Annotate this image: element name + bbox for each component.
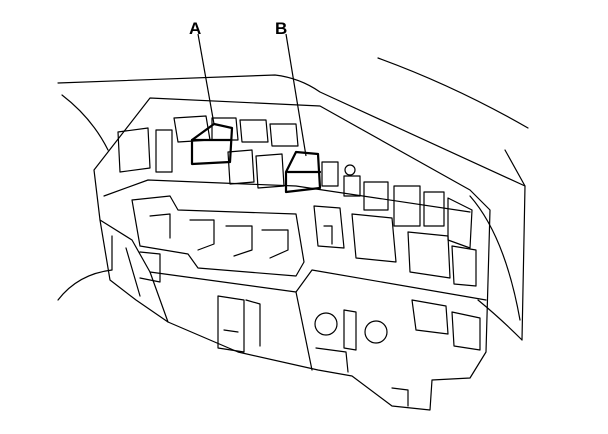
vehicle-body-lines xyxy=(57,57,529,341)
callout-a-leader xyxy=(197,33,215,125)
relay-row xyxy=(117,115,473,249)
callout-b-leader xyxy=(285,33,307,157)
callout-b-label: B xyxy=(275,19,287,38)
fuse-b xyxy=(284,150,322,194)
fuse-box-housing xyxy=(93,97,491,411)
connector-cluster xyxy=(131,195,477,287)
callout-a-label: A xyxy=(189,19,201,38)
fuse-a xyxy=(190,122,234,166)
lower-mounts xyxy=(139,251,481,407)
